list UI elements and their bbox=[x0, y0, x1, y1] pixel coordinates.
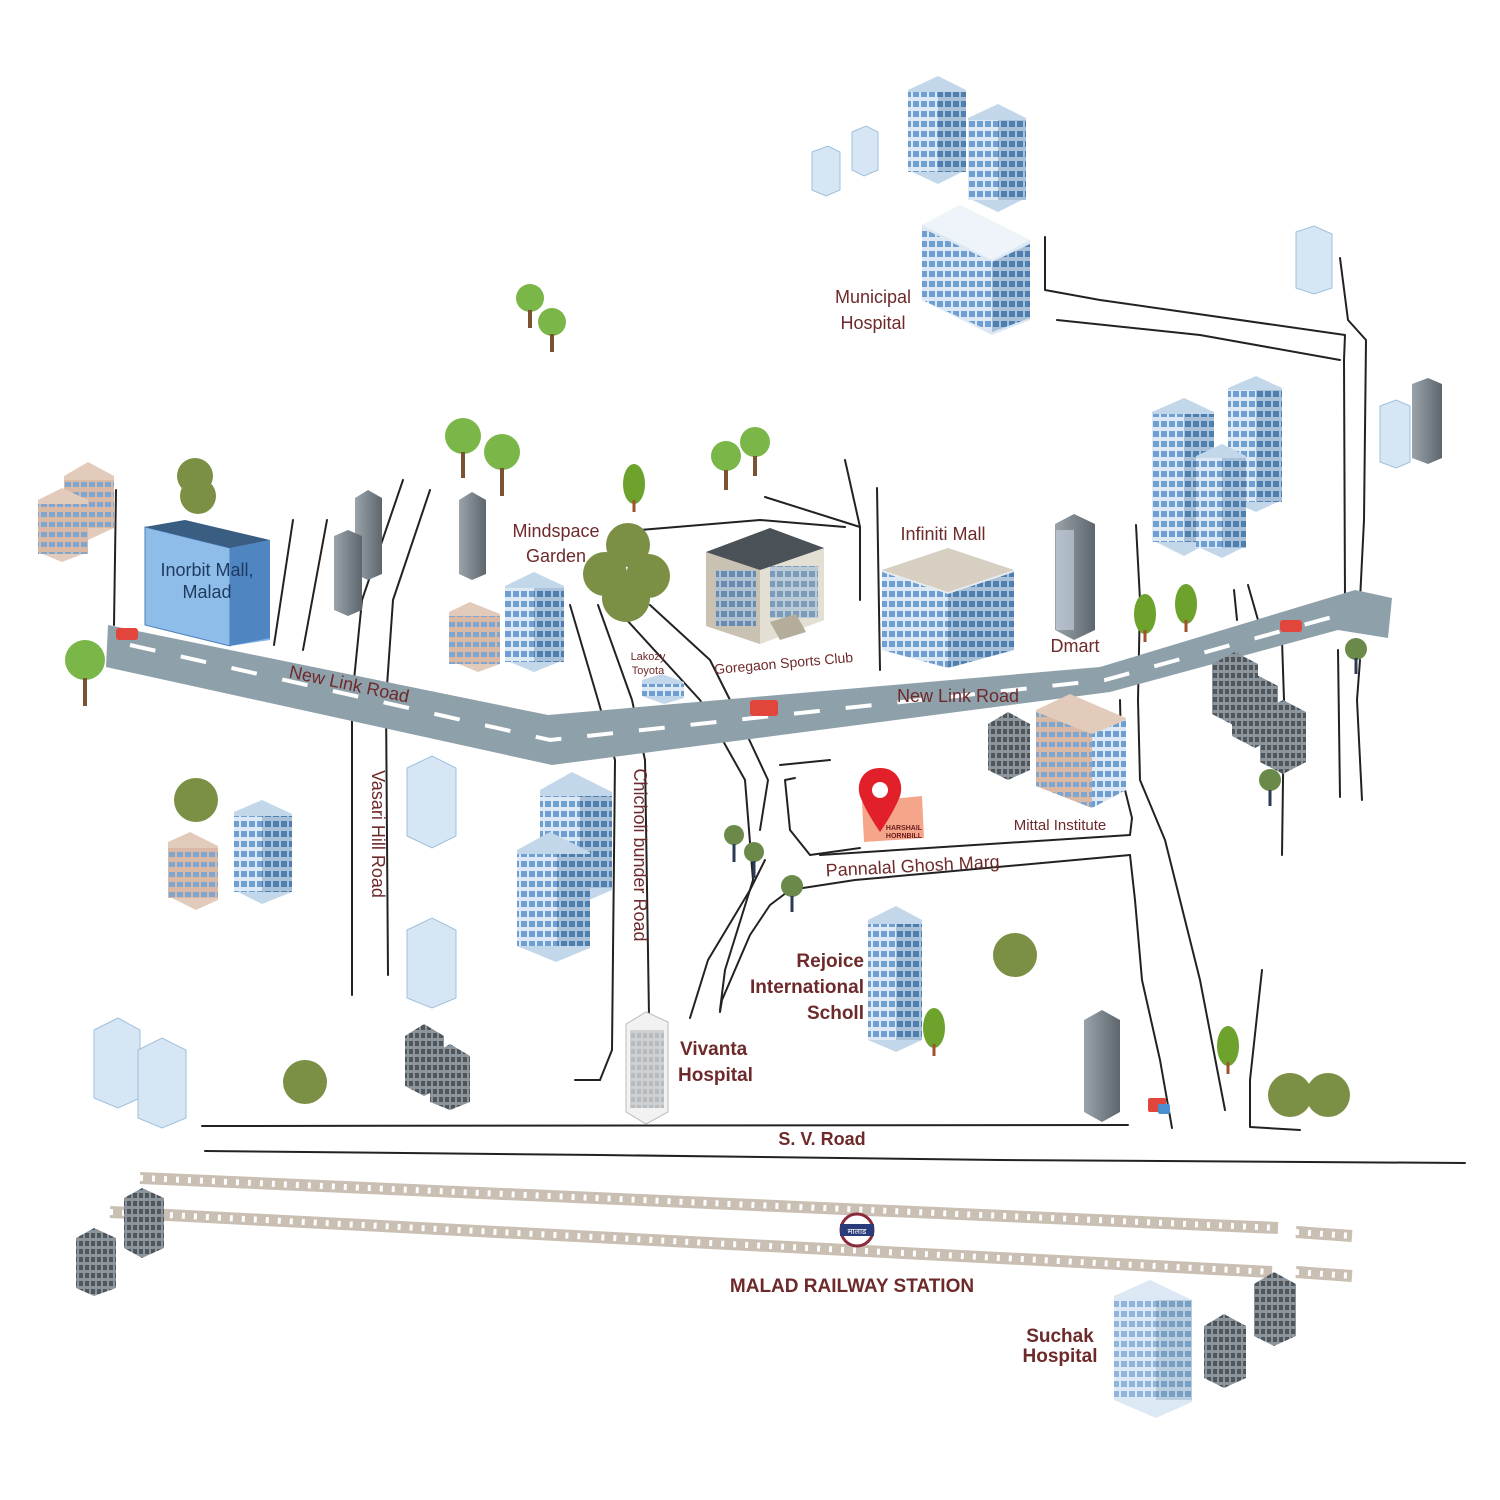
inorbit-mall-building bbox=[144, 520, 270, 647]
label-pannalal-ghosh-marg: Pannalal Ghosh Marg bbox=[825, 851, 1000, 880]
label-chicholi-bunder-road: Chicholi bunder Road bbox=[630, 768, 650, 941]
project-name-line1: HARSHAIL bbox=[886, 825, 923, 832]
label-rejoice-school-line3: Scholl bbox=[807, 1003, 864, 1024]
label-lakozy-toyota-line2: Toyota bbox=[632, 665, 665, 677]
mittal-institute-building bbox=[1036, 694, 1126, 808]
label-mindspace-garden-line2: Garden bbox=[526, 546, 586, 566]
label-suchak-hospital-line1: Suchak bbox=[1026, 1326, 1094, 1347]
sv-road-tower bbox=[1084, 1010, 1120, 1122]
municipal-hospital-building bbox=[908, 76, 1030, 335]
label-inorbit-mall-line1: Inorbit Mall, bbox=[160, 560, 253, 580]
new-link-road bbox=[106, 590, 1392, 765]
label-sv-road: S. V. Road bbox=[778, 1129, 865, 1149]
label-municipal-hospital-line2: Hospital bbox=[840, 313, 905, 333]
label-new-link-road-east: New Link Road bbox=[897, 686, 1019, 706]
mindspace-buildings bbox=[449, 572, 564, 672]
label-vivanta-hospital-line2: Hospital bbox=[678, 1065, 753, 1086]
label-rejoice-school-line1: Rejoice bbox=[796, 951, 864, 972]
vehicles bbox=[116, 620, 1302, 1114]
project-location-marker[interactable]: HARSHAIL HORNBILL bbox=[858, 768, 924, 842]
label-suchak-hospital-line2: Hospital bbox=[1023, 1346, 1098, 1367]
grey-towers-vasari bbox=[334, 490, 486, 616]
label-goregaon-sports-club: Goregaon Sports Club bbox=[713, 649, 853, 677]
stacked-blocks bbox=[93, 755, 457, 1129]
infiniti-mall-building bbox=[882, 548, 1014, 668]
label-infiniti-mall: Infiniti Mall bbox=[900, 524, 985, 544]
west-brown-buildings bbox=[38, 462, 114, 562]
railway-tracks bbox=[109, 1172, 1353, 1282]
dmart-building bbox=[1055, 514, 1095, 640]
east-tower-cluster bbox=[1152, 376, 1282, 558]
label-malad-railway-station: MALAD RAILWAY STATION bbox=[730, 1276, 974, 1297]
left-mid-buildings bbox=[168, 800, 292, 910]
station-sign-icon: मालाड bbox=[839, 1212, 875, 1248]
rejoice-school-building bbox=[868, 906, 922, 1052]
label-inorbit-mall-line2: Malad bbox=[182, 582, 231, 602]
project-name-line2: HORNBILL bbox=[886, 833, 923, 840]
vivanta-hospital-building bbox=[625, 1011, 669, 1125]
label-mindspace-garden-line1: Mindspace bbox=[512, 521, 599, 541]
goregaon-sports-club-building bbox=[706, 528, 824, 644]
station-sign-text: मालाड bbox=[848, 1227, 867, 1236]
grey-buildings-east bbox=[988, 652, 1306, 780]
label-mittal-institute: Mittal Institute bbox=[1014, 817, 1107, 834]
label-lakozy-toyota-line1: Lakozy bbox=[631, 651, 666, 663]
label-vivanta-hospital-line1: Vivanta bbox=[680, 1039, 748, 1060]
railway-grey-buildings bbox=[76, 1188, 1296, 1388]
label-municipal-hospital-line1: Municipal bbox=[835, 287, 911, 307]
label-vasari-hill-road: Vasari Hill Road bbox=[368, 770, 388, 898]
label-dmart: Dmart bbox=[1051, 636, 1100, 656]
label-rejoice-school-line2: International bbox=[750, 977, 864, 998]
trees bbox=[65, 284, 1367, 1117]
grey-cluster-south-west bbox=[405, 1024, 470, 1110]
suchak-hospital-building bbox=[1114, 1280, 1192, 1418]
chicholi-blue-buildings bbox=[517, 772, 612, 962]
location-pin-icon bbox=[858, 768, 902, 832]
small-blue-blocks-north bbox=[811, 125, 1442, 469]
lakozy-toyota-building bbox=[642, 674, 684, 704]
